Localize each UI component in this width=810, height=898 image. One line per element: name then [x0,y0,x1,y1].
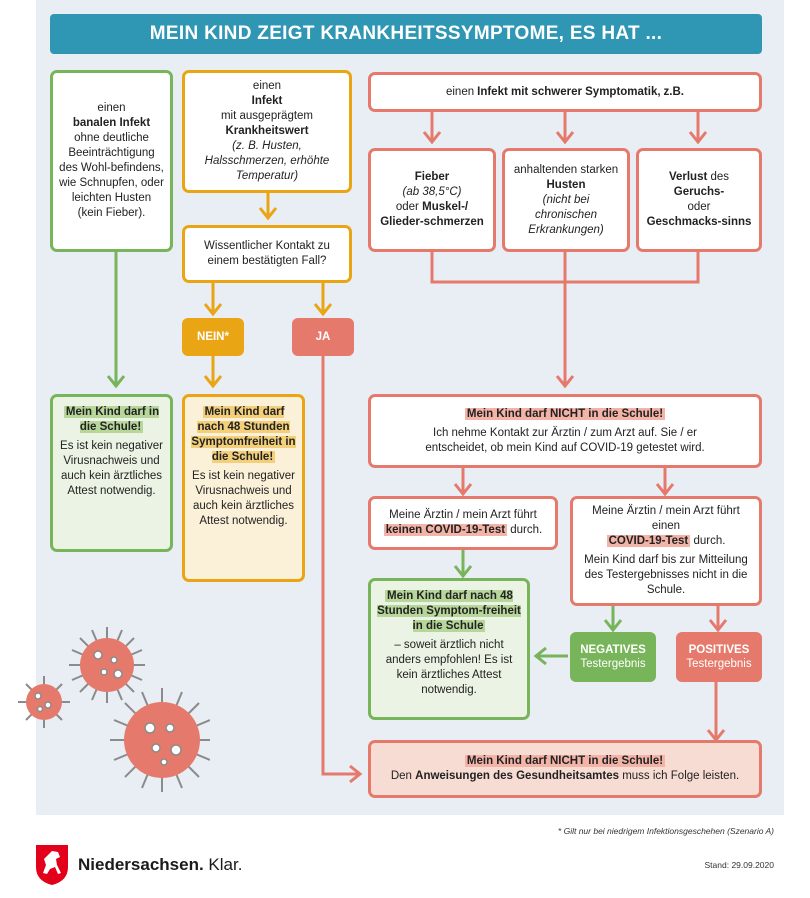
no-test-highlight: keinen COVID-19-Test [383,524,508,536]
no-test-pre: Meine Ärztin / mein Arzt führt [389,509,537,521]
positive-sub: Testergebnis [686,658,752,670]
result-48h-text: Es ist kein negativer Virusnachweis und … [192,470,295,527]
page-title: MEIN KIND ZEIGT KRANKHEITSSYMPTOME, ES H… [50,14,762,54]
result-48h-title: Mein Kind darf nach 48 Stunden Symptomfr… [191,406,296,463]
logo-name: Niedersachsen. [78,855,204,874]
symptom-cough-box: anhaltenden starken Husten (nicht bei ch… [502,148,630,252]
fever-note: (ab 38,5°C) [402,186,462,198]
banal-title: banalen Infekt [72,117,151,129]
test-pre: Meine Ärztin / mein Arzt führt einen [592,505,740,532]
positive-label: POSITIVES [688,644,750,656]
test-post: durch. [693,535,726,547]
final-not-school-box: Mein Kind darf NICHT in die Schule! Den … [368,740,762,798]
pronounced-example: (z. B. Husten, Halsschmerzen, erhöhte Te… [204,140,330,182]
pronounced-infect-box: einen Infekt mit ausgeprägtem Krankheits… [182,70,352,193]
test-box: Meine Ärztin / mein Arzt führt einen COV… [570,496,762,606]
negative-sub: Testergebnis [580,658,646,670]
result-school-ok-box: Mein Kind darf in die Schule! Es ist kei… [50,394,173,552]
banal-pre: einen [97,102,126,114]
final-title: Mein Kind darf NICHT in die Schule! [464,755,666,767]
result-48h-box: Mein Kind darf nach 48 Stunden Symptomfr… [182,394,305,582]
footnote: * Gilt nur bei niedrigem Infektionsgesch… [557,826,774,836]
result-green-48h-box: Mein Kind darf nach 48 Stunden Symptom-f… [368,578,530,720]
pronounced-infekt: Infekt [251,95,283,107]
virus-illustration [18,627,210,792]
smell-geruchs: Geruchs- [673,186,725,198]
coat-of-arms-icon [36,845,68,885]
no-contact-pill: NEIN* [182,318,244,356]
contact-question-box: Wissentlicher Kontakt zu einem bestätigt… [182,225,352,283]
pronounced-mid: mit ausgeprägtem [220,110,314,122]
no-test-post: durch. [510,524,543,536]
contact-question: Wissentlicher Kontakt zu einem bestätigt… [204,240,330,267]
final-pre: Den [390,770,412,782]
banal-infect-box: einen banalen Infekt ohne deutliche Beei… [50,70,173,252]
test-highlight: COVID-19-Test [606,535,691,547]
pronounced-title: Krankheitswert [225,125,309,137]
pronounced-pre: einen [252,80,282,92]
fever-oder: oder [395,201,419,213]
final-post: muss ich Folge leisten. [622,770,740,782]
final-bold: Anweisungen des Gesundheitsamtes [415,770,619,782]
fever-muscle: Muskel-/ Glieder-schmerzen [380,201,484,228]
negative-label: NEGATIVES [580,644,646,656]
date-stamp: Stand: 29.09.2020 [704,860,774,870]
cough-title: Husten [546,178,586,191]
smell-geschmacks: Geschmacks-sinns [646,216,752,228]
banal-description: ohne deutliche Beeinträchtigung des Wohl… [59,132,164,219]
test-text: Mein Kind darf bis zur Mitteilung des Te… [584,554,748,596]
severe-infect-box: einen Infekt mit schwerer Symptomatik, z… [368,72,762,112]
not-school-contact-doctor-box: Mein Kind darf NICHT in die Schule! Ich … [368,394,762,468]
result-school-ok-title: Mein Kind darf in die Schule! [63,406,160,433]
not-school-title: Mein Kind darf NICHT in die Schule! [464,407,666,420]
green-48h-text: – soweit ärztlich nicht anders empfohlen… [385,639,513,696]
green-48h-title: Mein Kind darf nach 48 Stunden Symptom-f… [377,590,521,632]
severe-pre: einen [445,85,475,98]
niedersachsen-logo: Niedersachsen. Klar. [34,843,242,887]
logo-claim: Klar. [208,855,243,874]
cough-pre: anhaltenden starken [513,163,619,176]
severe-post: z.B. [663,85,684,98]
cough-note: (nicht bei chronischen Erkrankungen) [528,193,604,236]
smell-oder: oder [687,201,711,213]
severe-title: Infekt mit schwerer Symptomatik, [477,85,661,98]
no-test-box: Meine Ärztin / mein Arzt führt keinen CO… [368,496,558,550]
symptom-fever-box: Fieber (ab 38,5°C) oder Muskel-/ Glieder… [368,148,496,252]
smell-des: des [710,171,730,183]
positive-result-pill: POSITIVES Testergebnis [676,632,762,682]
fever-title: Fieber [414,171,450,183]
negative-result-pill: NEGATIVES Testergebnis [570,632,656,682]
not-school-text: Ich nehme Kontakt zur Ärztin / zum Arzt … [425,426,705,454]
result-school-ok-text: Es ist kein negativer Virusnachweis und … [60,440,163,497]
symptom-smell-box: Verlust des Geruchs- oder Geschmacks-sin… [636,148,762,252]
smell-verlust: Verlust [668,171,708,183]
yes-contact-pill: JA [292,318,354,356]
